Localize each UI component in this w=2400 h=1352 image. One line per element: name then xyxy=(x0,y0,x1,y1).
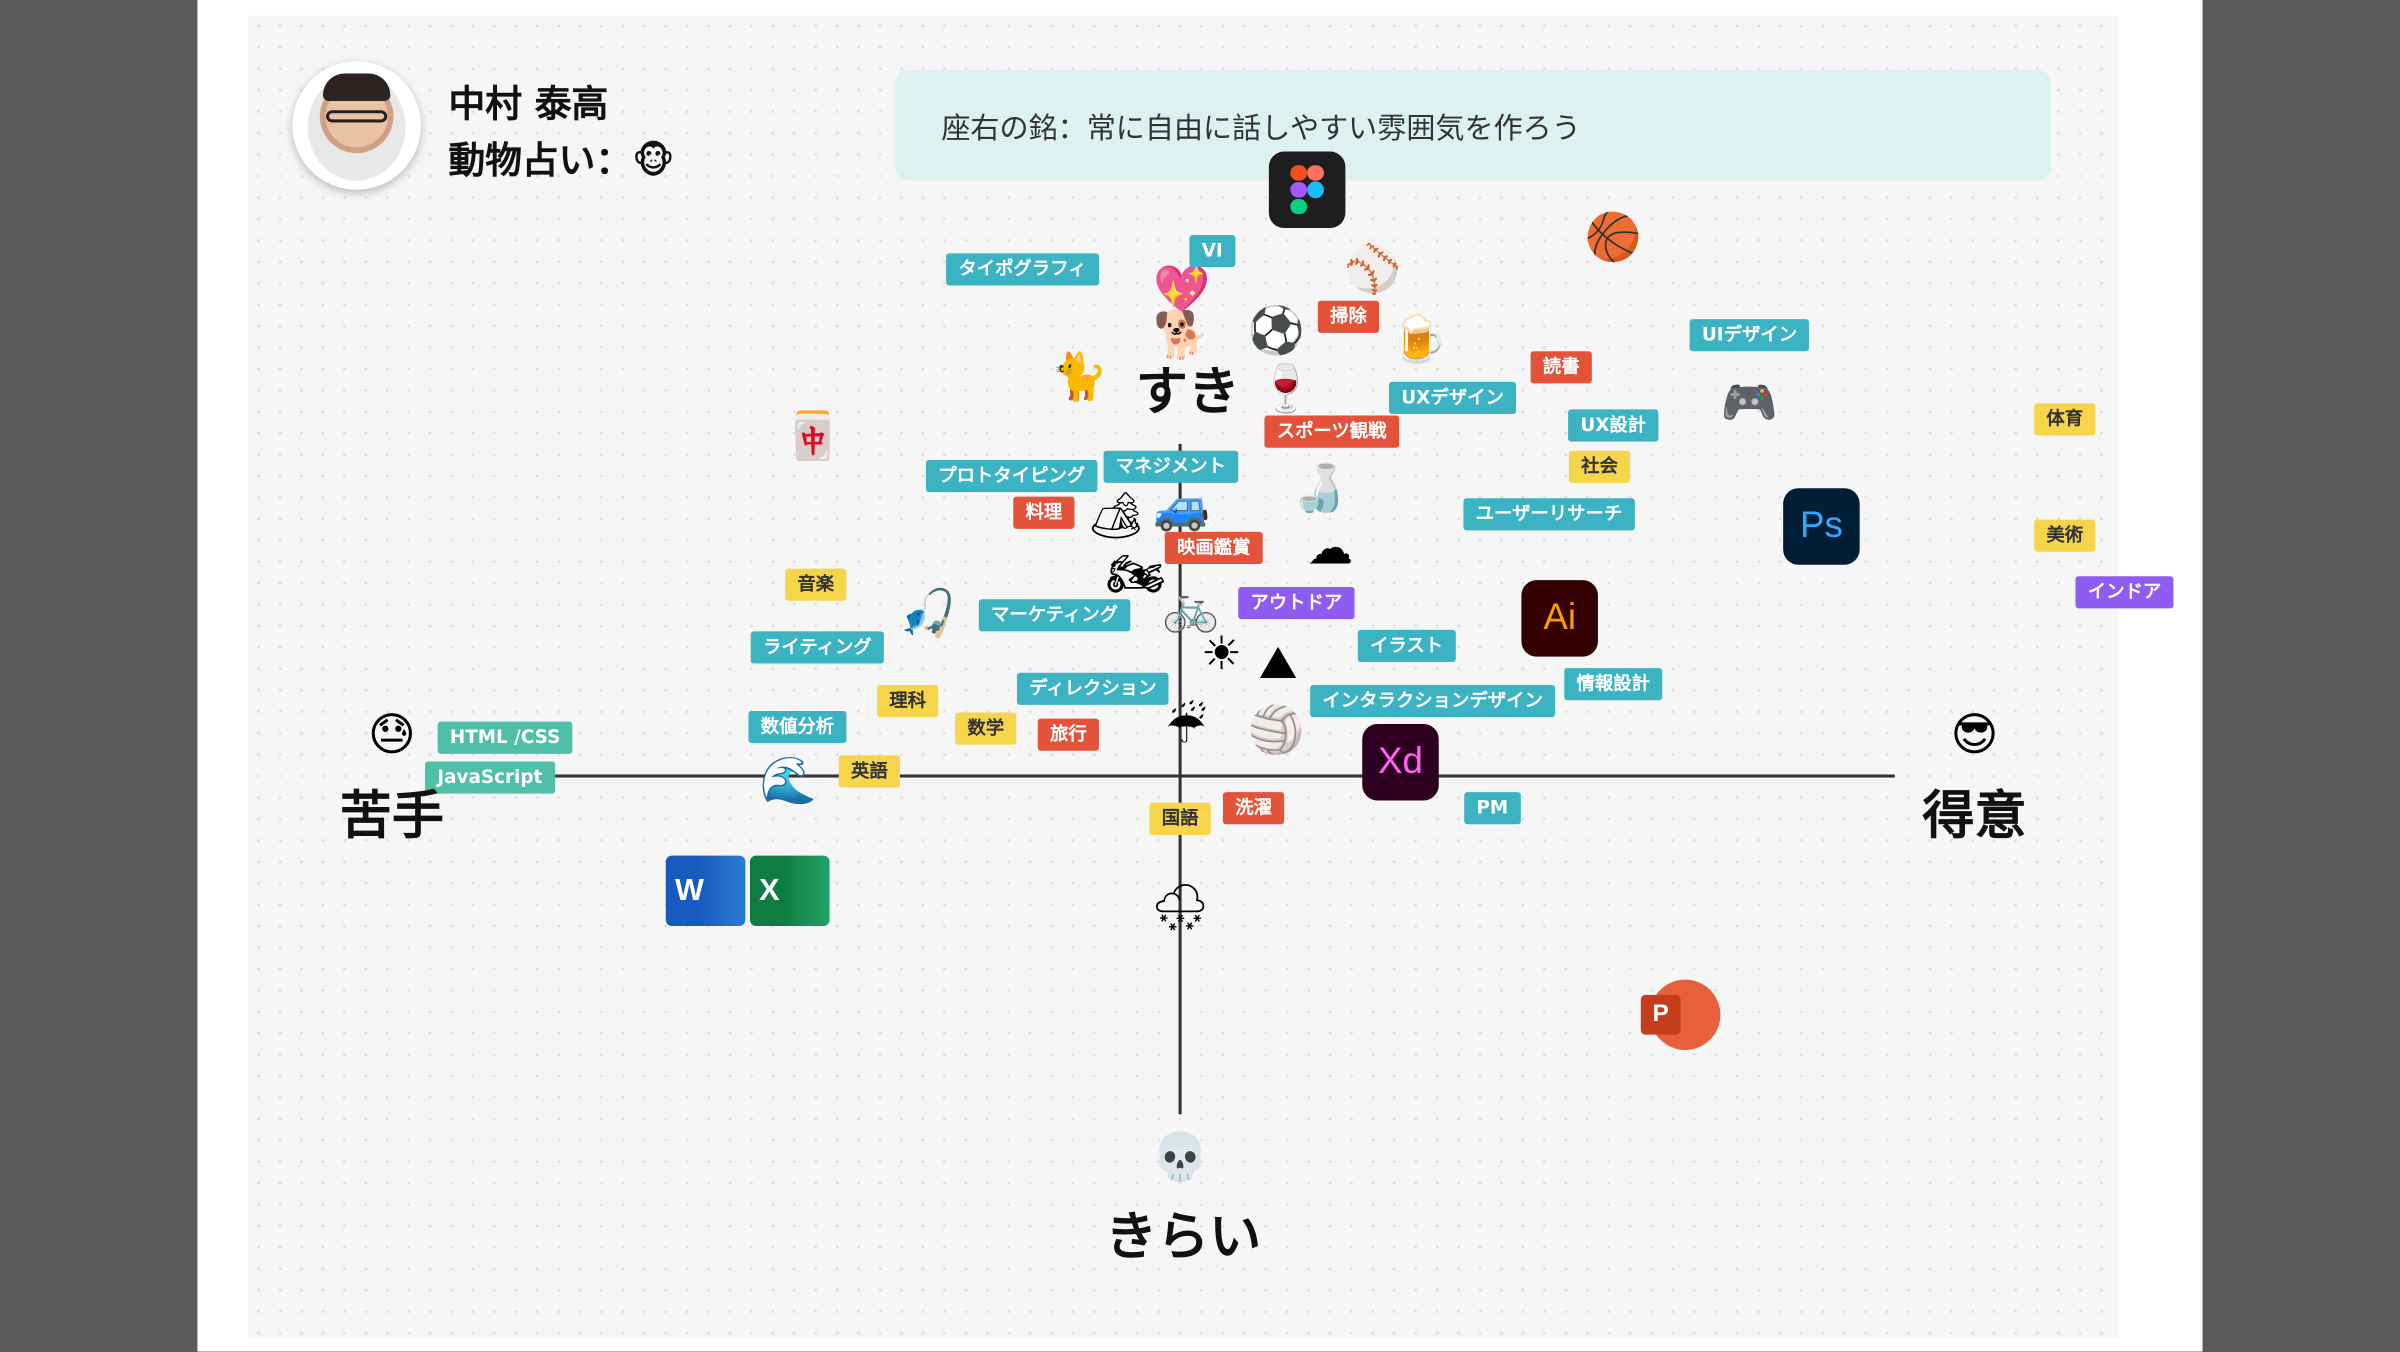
avatar-hair xyxy=(322,73,391,102)
tag-skill[interactable]: 情報設計 xyxy=(1564,668,1663,701)
volleyball-icon: 🏐 xyxy=(1247,704,1306,758)
xd-icon: Xd xyxy=(1362,723,1439,801)
sake-icon: 🍶 xyxy=(1290,462,1348,516)
tag-hobby[interactable]: 掃除 xyxy=(1317,300,1380,333)
sweat-face-icon: 😓 xyxy=(367,708,416,763)
tag-hobby[interactable]: 読書 xyxy=(1530,351,1592,384)
y-axis-line xyxy=(1178,443,1182,1115)
tag-style[interactable]: インドア xyxy=(2075,576,2174,609)
tag-style[interactable]: アウトドア xyxy=(1238,586,1355,620)
tag-skill[interactable]: 数値分析 xyxy=(748,710,847,744)
tag-subject[interactable]: 美術 xyxy=(2034,519,2096,552)
monkey-face-icon: 🐵 xyxy=(632,139,675,183)
tag-subject[interactable]: 社会 xyxy=(1568,450,1631,483)
tag-skill[interactable]: ディレクション xyxy=(1016,672,1169,705)
powerpoint-letter: P xyxy=(1640,994,1681,1035)
motorcycle-icon: 🏍 xyxy=(1106,547,1165,602)
tag-subject[interactable]: 理科 xyxy=(877,684,939,718)
tag-skill[interactable]: PM xyxy=(1464,792,1521,825)
soccer-ball-icon: ⚽ xyxy=(1247,304,1306,359)
tag-skill[interactable]: VI xyxy=(1189,234,1236,268)
tag-code[interactable]: HTML /CSS xyxy=(437,721,573,754)
animal-fortune: 動物占い：🐵 xyxy=(448,130,674,184)
umbrella-rain-icon: ☔ xyxy=(1165,701,1207,755)
tag-skill[interactable]: ライティング xyxy=(750,631,884,664)
tag-skill[interactable]: UX設計 xyxy=(1568,409,1659,442)
axis-label-like: すき xyxy=(1135,361,1240,424)
tag-hobby[interactable]: スポーツ観戦 xyxy=(1264,415,1399,448)
tag-hobby[interactable]: 旅行 xyxy=(1037,718,1099,751)
tag-skill[interactable]: インタラクションデザイン xyxy=(1310,684,1556,718)
sunglasses-face-icon: 😎 xyxy=(1950,708,1999,763)
tag-skill[interactable]: UXデザイン xyxy=(1389,381,1517,415)
game-controller-icon: 🎮 xyxy=(1720,376,1779,431)
bicycle-icon: 🚲 xyxy=(1162,581,1220,636)
basketball-icon: 🏀 xyxy=(1584,211,1642,265)
avatar-glasses xyxy=(326,110,388,123)
tag-subject[interactable]: 体育 xyxy=(2034,403,2096,436)
motto-text: 座右の銘：常に自由に話しやすい雰囲気を作ろう xyxy=(941,111,1581,146)
profile-name: 中村 泰高 xyxy=(448,82,609,126)
beer-mug-icon: 🍺 xyxy=(1390,313,1448,368)
axis-label-strong: 得意 xyxy=(1922,785,2027,848)
tag-subject[interactable]: 国語 xyxy=(1149,802,1211,835)
tag-hobby[interactable]: 料理 xyxy=(1013,496,1075,529)
tag-skill[interactable]: タイポグラフィ xyxy=(946,253,1099,286)
photoshop-icon: Ps xyxy=(1783,488,1860,565)
snow-cloud-icon: 🌨 xyxy=(1150,881,1210,936)
tag-skill[interactable]: マネジメント xyxy=(1103,450,1239,483)
motto-box: 座右の銘：常に自由に話しやすい雰囲気を作ろう xyxy=(895,70,2052,181)
word-icon: W xyxy=(665,855,746,927)
board xyxy=(247,15,2119,1338)
cloud-icon: ☁ xyxy=(1307,521,1354,576)
wave-icon: 🌊 xyxy=(759,754,817,809)
avatar xyxy=(292,61,421,190)
axis-label-weak: 苦手 xyxy=(339,785,444,848)
animal-label: 動物占い： xyxy=(448,139,633,183)
sparkling-heart-icon: 💖 xyxy=(1153,263,1211,317)
sun-icon: ☀ xyxy=(1200,627,1243,682)
tag-skill[interactable]: ユーザーリサーチ xyxy=(1463,498,1635,531)
figma-icon xyxy=(1268,151,1346,229)
tag-skill[interactable]: イラスト xyxy=(1357,629,1456,662)
car-icon: 🚙 xyxy=(1153,480,1211,535)
skull-icon: 💀 xyxy=(1151,1131,1209,1185)
mountain-icon: ⛰ xyxy=(1258,636,1298,691)
axis-label-dislike: きらい xyxy=(1105,1206,1262,1269)
fishing-icon: 🎣 xyxy=(898,587,957,642)
tag-subject[interactable]: 音楽 xyxy=(785,568,847,601)
baseball-icon: ⚾ xyxy=(1344,243,1402,297)
tag-hobby[interactable]: 映画鑑賞 xyxy=(1164,531,1263,565)
tag-code[interactable]: JavaScript xyxy=(425,761,555,794)
tag-subject[interactable]: 数学 xyxy=(955,712,1017,745)
tag-skill[interactable]: プロトタイピング xyxy=(926,459,1098,493)
mahjong-tile-icon: 🀄 xyxy=(784,410,842,464)
wine-glass-icon: 🍷 xyxy=(1257,362,1315,417)
tag-skill[interactable]: マーケティング xyxy=(978,599,1131,632)
dog-icon: 🐕 xyxy=(1153,309,1211,363)
powerpoint-icon: P xyxy=(1640,979,1721,1050)
tag-subject[interactable]: 英語 xyxy=(838,755,901,788)
tag-hobby[interactable]: 洗濯 xyxy=(1222,792,1285,825)
camping-icon: 🏕 xyxy=(1086,489,1145,544)
x-axis-line xyxy=(443,774,1895,778)
excel-icon: X xyxy=(749,855,830,927)
tag-skill[interactable]: UIデザイン xyxy=(1689,319,1810,352)
illustrator-icon: Ai xyxy=(1521,580,1598,657)
cat-icon: 🐈 xyxy=(1050,350,1108,405)
